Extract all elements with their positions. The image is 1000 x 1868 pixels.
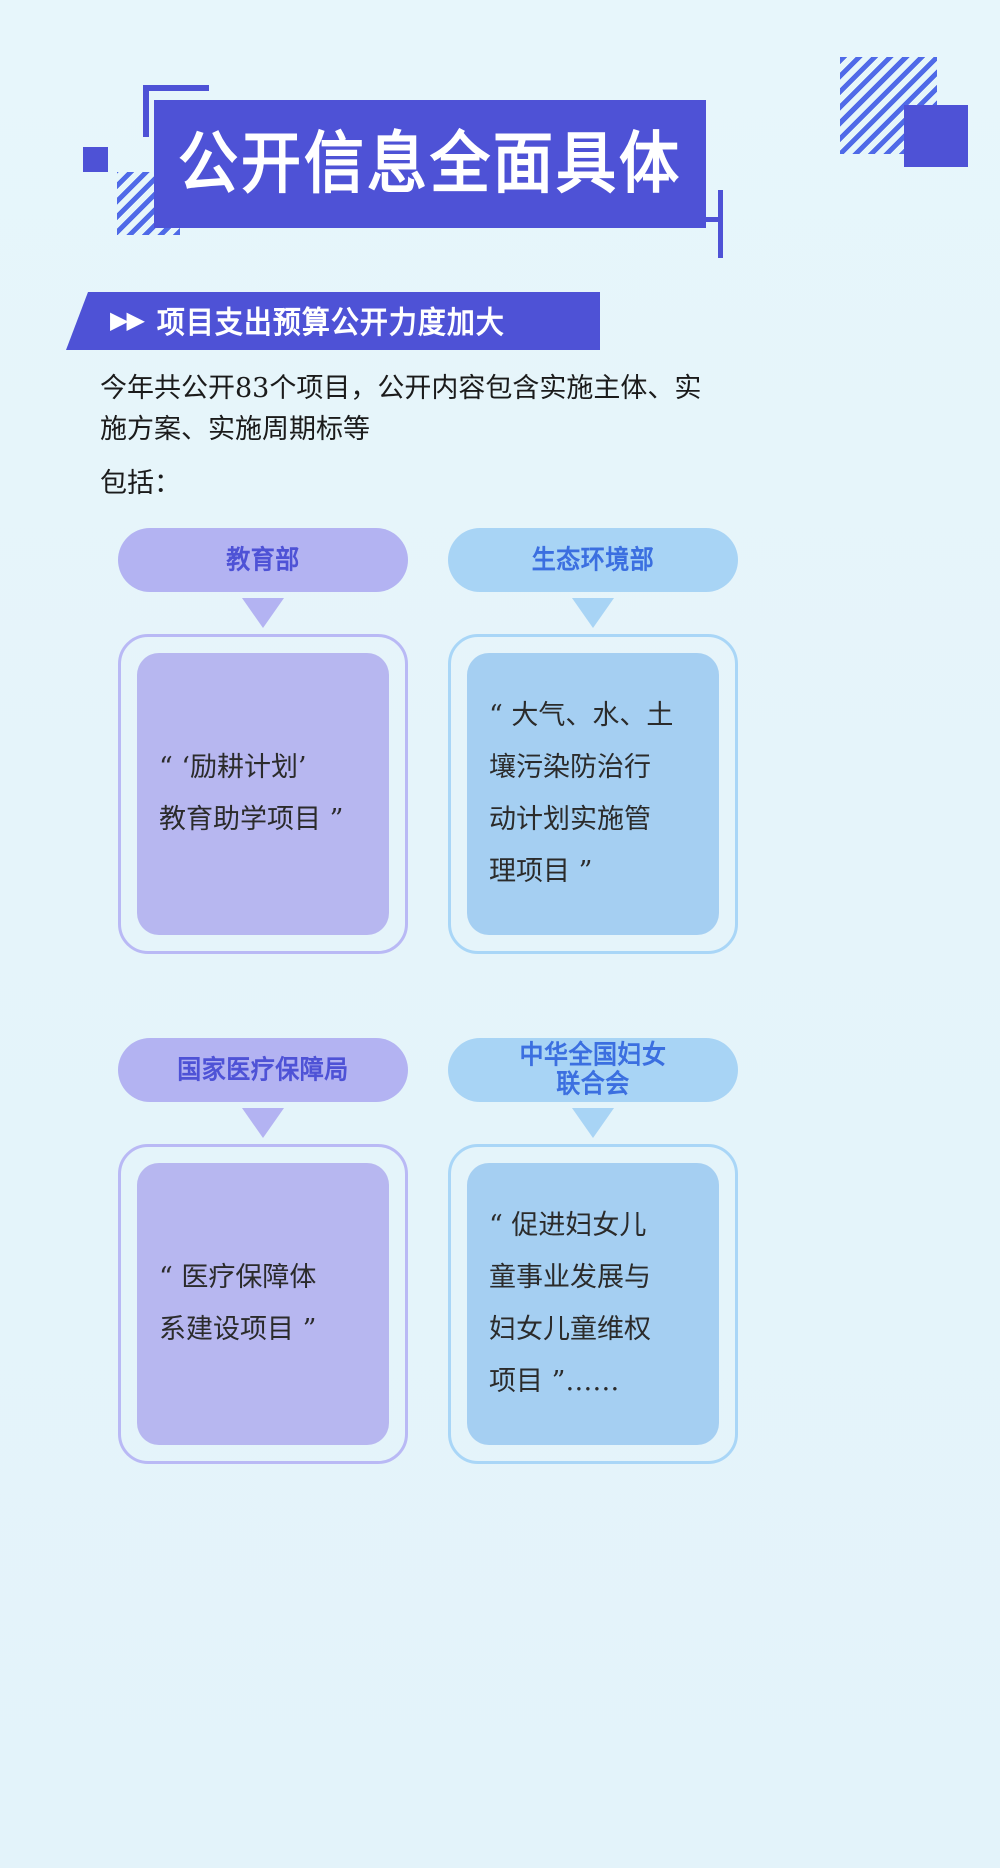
quote-card-healthcare: “ 医疗保障体 系建设项目 ”	[118, 1144, 408, 1464]
body-line-1: 今年共公开83个项目，公开内容包含实施主体、实	[100, 373, 702, 404]
department-pill-label: 中华全国妇女 联合会	[519, 1039, 667, 1100]
section-heading-label: 项目支出预算公开力度加大	[156, 304, 505, 341]
department-cell-womens-federation: 中华全国妇女 联合会 “ 促进妇女儿 童事业发展与 妇女儿童维权 项目 ”……	[448, 1038, 778, 1464]
department-card-grid: 教育部 “ ‘励耕计划’ 教育助学项目 ” 生态环境部 “ 大气、水、土 壤污染…	[0, 528, 1000, 1558]
card-row-2: 国家医疗保障局 “ 医疗保障体 系建设项目 ” 中华全国妇女 联合会 “ 促进妇…	[0, 1038, 1000, 1558]
down-arrow-icon	[242, 1108, 284, 1138]
page-title: 公开信息全面具体	[178, 124, 682, 204]
vertical-rule-decor	[718, 190, 723, 258]
down-arrow-icon	[572, 598, 614, 628]
department-cell-environment: 生态环境部 “ 大气、水、土 壤污染防治行 动计划实施管 理项目 ”	[448, 528, 778, 954]
down-arrow-icon	[572, 1108, 614, 1138]
quote-card-environment: “ 大气、水、土 壤污染防治行 动计划实施管 理项目 ”	[448, 634, 738, 954]
quote-text: “ 大气、水、土 壤污染防治行 动计划实施管 理项目 ”	[489, 700, 674, 887]
department-pill-healthcare[interactable]: 国家医疗保障局	[118, 1038, 408, 1102]
body-line-2: 施方案、实施周期标等	[100, 414, 370, 445]
quote-text: “ ‘励耕计划’ 教育助学项目 ”	[159, 752, 344, 835]
department-pill-label: 教育部	[226, 544, 300, 575]
solid-square-top-right-icon	[904, 105, 968, 167]
quote-text: “ 促进妇女儿 童事业发展与 妇女儿童维权 项目 ”……	[489, 1210, 651, 1397]
solid-square-icon	[83, 147, 108, 172]
department-pill-education[interactable]: 教育部	[118, 528, 408, 592]
department-pill-environment[interactable]: 生态环境部	[448, 528, 738, 592]
section-heading-banner: ▶▶ 项目支出预算公开力度加大	[66, 292, 600, 350]
quote-card-education: “ ‘励耕计划’ 教育助学项目 ”	[118, 634, 408, 954]
corner-bracket-icon	[143, 85, 209, 137]
card-row-1: 教育部 “ ‘励耕计划’ 教育助学项目 ” 生态环境部 “ 大气、水、土 壤污染…	[0, 528, 1000, 1038]
page-title-banner: 公开信息全面具体	[154, 100, 706, 228]
quote-card-womens-federation: “ 促进妇女儿 童事业发展与 妇女儿童维权 项目 ”……	[448, 1144, 738, 1464]
department-pill-label: 国家医疗保障局	[177, 1054, 349, 1085]
department-pill-label: 生态环境部	[531, 544, 655, 575]
body-line-3: 包括：	[100, 468, 181, 499]
double-chevron-right-icon: ▶▶	[110, 307, 145, 334]
department-cell-healthcare: 国家医疗保障局 “ 医疗保障体 系建设项目 ”	[118, 1038, 448, 1464]
down-arrow-icon	[242, 598, 284, 628]
body-paragraph: 今年共公开83个项目，公开内容包含实施主体、实 施方案、实施周期标等 包括：	[100, 368, 790, 504]
department-cell-education: 教育部 “ ‘励耕计划’ 教育助学项目 ”	[118, 528, 448, 954]
quote-text: “ 医疗保障体 系建设项目 ”	[159, 1262, 317, 1345]
department-pill-womens-federation[interactable]: 中华全国妇女 联合会	[448, 1038, 738, 1102]
